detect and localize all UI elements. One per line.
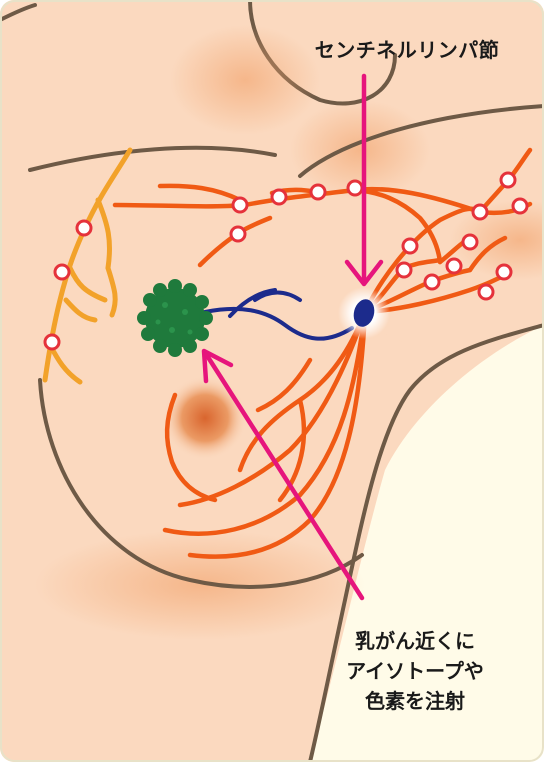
- lymph-node: [348, 181, 362, 195]
- lymph-node: [55, 265, 69, 279]
- lymph-node: [231, 227, 245, 241]
- lymph-node: [233, 198, 247, 212]
- lymph-node: [272, 190, 286, 204]
- lymph-node: [513, 199, 527, 213]
- injection-label-line: 色素を注射: [326, 686, 504, 716]
- injection-label-line: アイソトープや: [326, 656, 504, 686]
- lymph-node: [473, 205, 487, 219]
- injection-label-line: 乳がん近くに: [326, 626, 504, 656]
- shade-underbreast: [35, 530, 365, 640]
- lymph-node: [403, 239, 417, 253]
- injection-label: 乳がん近くに アイソトープや 色素を注射: [326, 626, 504, 716]
- lymph-node: [447, 259, 461, 273]
- lymph-node: [425, 275, 439, 289]
- lymph-node: [397, 263, 411, 277]
- nipple: [163, 376, 247, 460]
- lymph-node: [45, 335, 59, 349]
- lymph-node: [501, 173, 515, 187]
- lymph-node: [463, 235, 477, 249]
- lymph-node: [311, 185, 325, 199]
- lymph-node: [497, 265, 511, 279]
- sentinel-node-label: センチネルリンパ節: [276, 34, 538, 63]
- lymph-node: [479, 285, 493, 299]
- lymph-node: [77, 221, 91, 235]
